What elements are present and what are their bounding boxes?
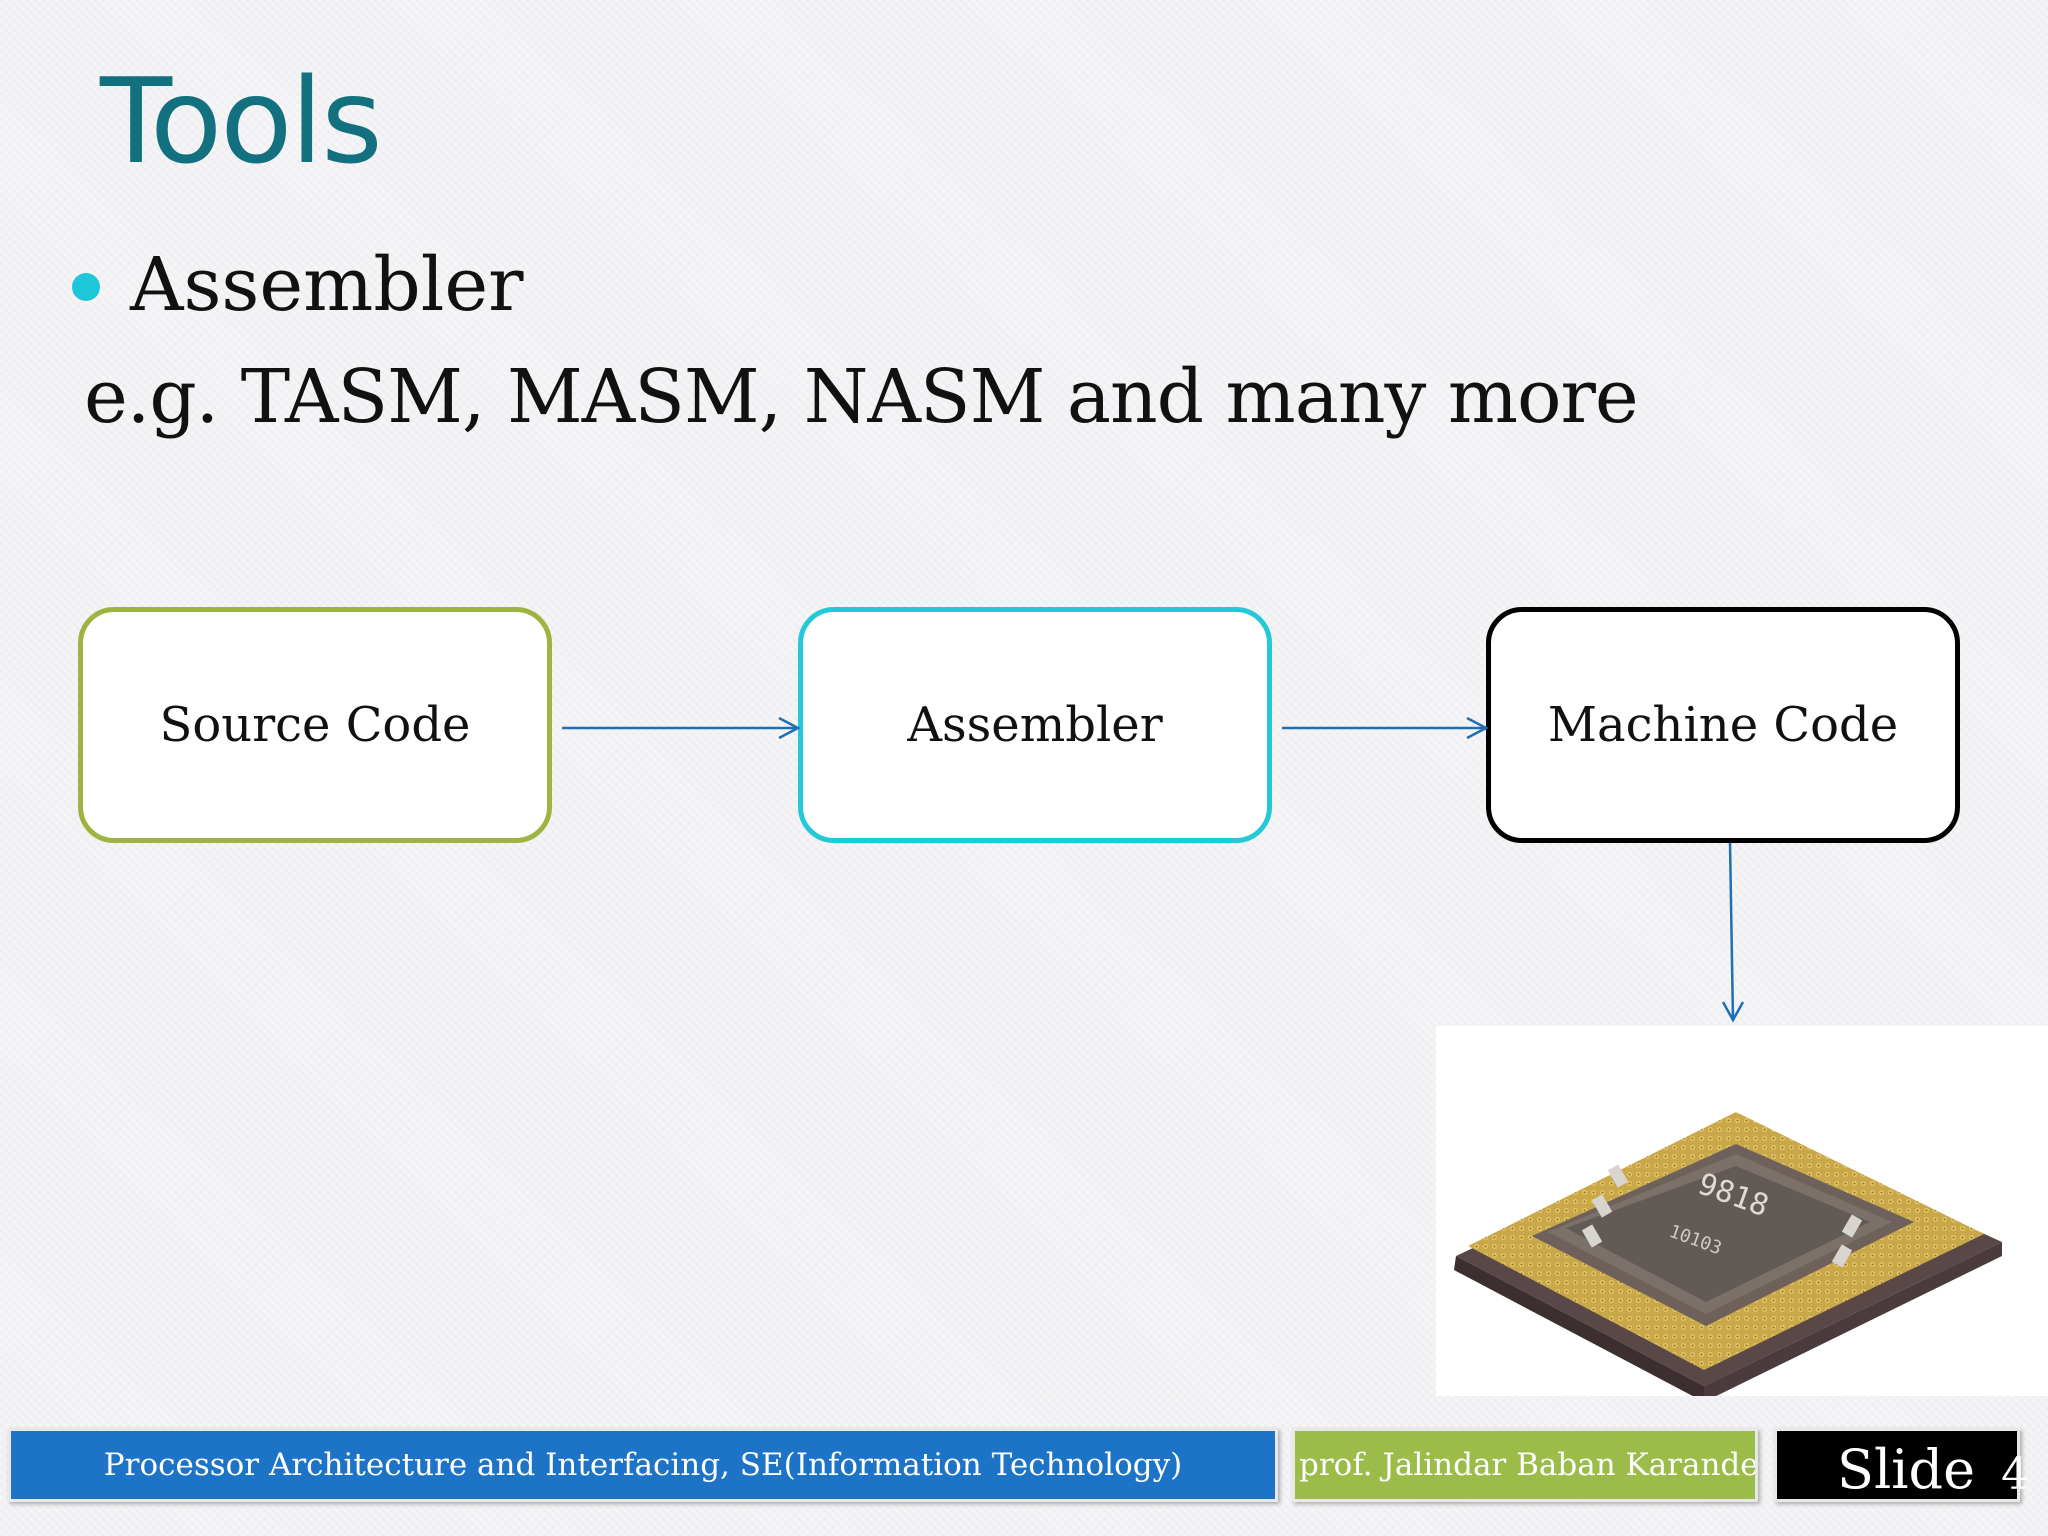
arrowhead-machine-icon	[1466, 716, 1489, 740]
example-text: e.g. TASM, MASM, NASM and many more	[84, 354, 1639, 440]
slide-word: Slide	[1837, 1438, 1976, 1501]
bullet-item: Assembler	[72, 248, 524, 322]
machine-code-box: Machine Code	[1486, 607, 1960, 843]
source-code-box: Source Code	[78, 607, 552, 843]
processor-chip-icon: 9818 10103	[1454, 1112, 2002, 1402]
assembler-box: Assembler	[798, 607, 1272, 843]
footer-author: prof. Jalindar Baban Karande	[1292, 1428, 1758, 1502]
arrow-machine-to-chip	[1728, 842, 1735, 1021]
slide-footer: Processor Architecture and Interfacing, …	[0, 1420, 2048, 1510]
processor-chip-image: 9818 10103	[1436, 1026, 2048, 1402]
arrowhead-chip-icon	[1721, 1001, 1745, 1023]
footer-slide-number: Slide 4	[1774, 1428, 2029, 1502]
machine-code-label: Machine Code	[1547, 697, 1899, 753]
bullet-dot-icon	[72, 273, 100, 301]
bullet-text: Assembler	[130, 242, 524, 328]
footer-course-title: Processor Architecture and Interfacing, …	[8, 1428, 1278, 1502]
slide-title: Tools	[100, 52, 383, 190]
source-code-label: Source Code	[159, 697, 471, 753]
assembler-label: Assembler	[907, 697, 1163, 753]
footer-author-text: prof. Jalindar Baban Karande	[1299, 1447, 1758, 1483]
footer-course-text: Processor Architecture and Interfacing, …	[103, 1447, 1183, 1483]
arrowhead-assembler-icon	[778, 716, 801, 740]
slide-number: 4	[2001, 1449, 2030, 1500]
